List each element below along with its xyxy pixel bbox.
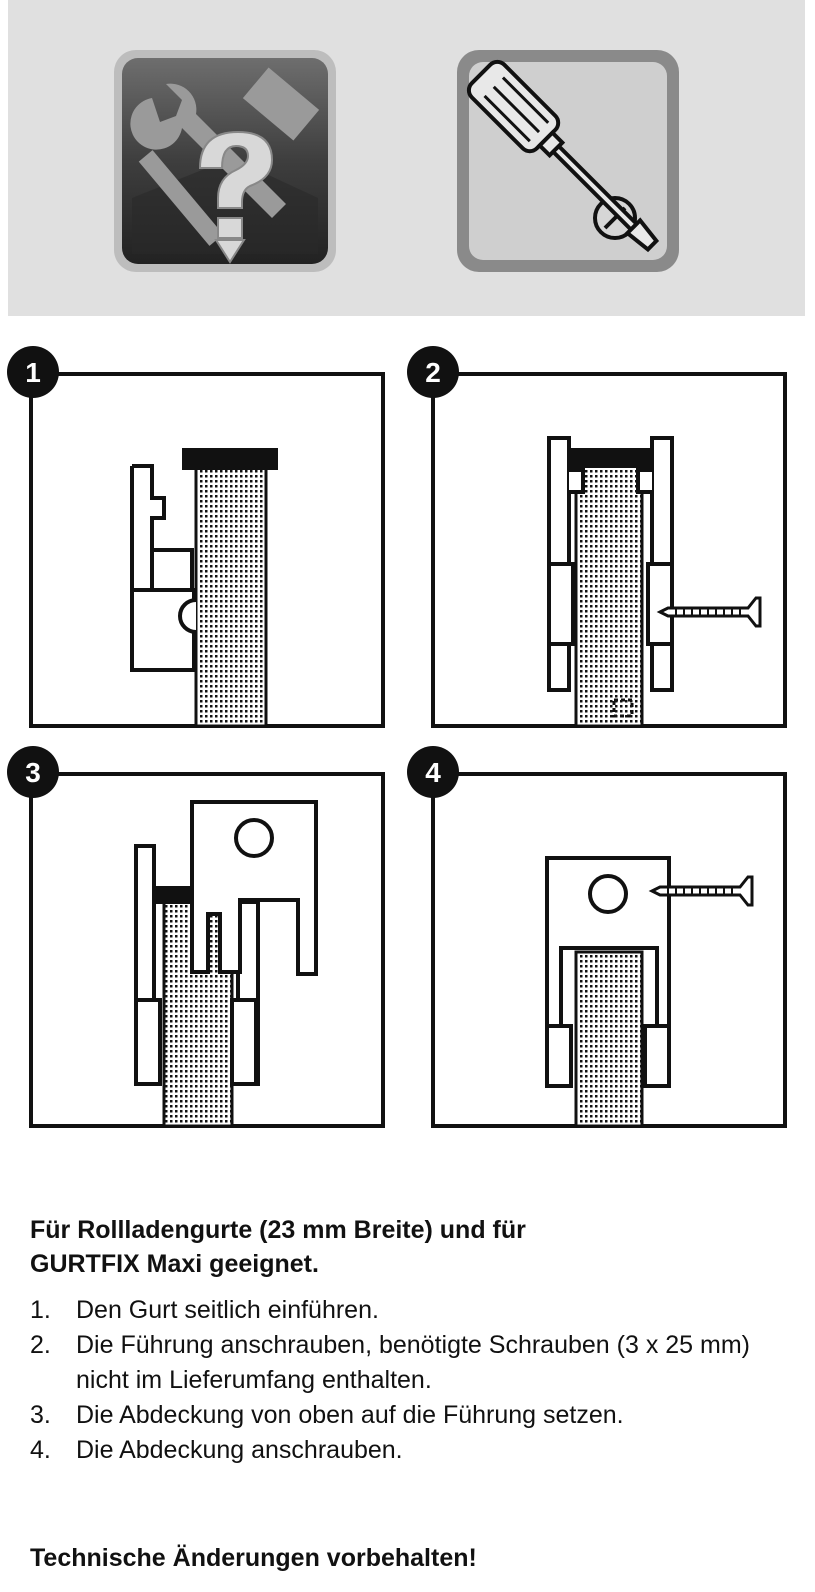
list-item: 2. Die Führung anschrauben, benötigte Sch… [30,1328,800,1398]
step-number: 4. [30,1436,51,1464]
installation-steps-figure: 1 2 3 4 [7,346,787,1128]
list-item: 3. Die Abdeckung von oben auf die Führung… [30,1398,800,1433]
step-badge-4: 4 [425,757,441,788]
step-number: 1. [30,1296,51,1324]
headline-line-2: GURTFIX Maxi geeignet. [30,1250,319,1278]
step-badge-2: 2 [425,357,441,388]
suitability-headline: Für Rollladengurte (23 mm Breite) und fü… [30,1213,800,1281]
instructions: Für Rollladengurte (23 mm Breite) und fü… [30,1213,800,1468]
step-number: 2. [30,1331,51,1359]
list-item: 4. Die Abdeckung anschrauben. [30,1433,800,1468]
screwdriver-screws-icon [457,50,679,272]
headline-line-1: Für Rollladengurte (23 mm Breite) und fü… [30,1216,526,1244]
step-text: Die Abdeckung anschrauben. [76,1436,403,1464]
steps-list: 1. Den Gurt seitlich einführen. 2. Die Füh… [30,1293,800,1468]
step-panel-1: 1 [7,346,385,728]
step-panel-3: 3 [7,746,385,1128]
list-item: 1. Den Gurt seitlich einführen. [30,1293,800,1328]
disclaimer: Technische Änderungen vorbehalten! [30,1544,477,1572]
step-panel-2: 2 [407,346,787,728]
step-number: 3. [30,1401,51,1429]
step-text: Die Führung anschrauben, benötigte Schra… [76,1331,750,1394]
tools-help-icon [114,50,336,272]
step-text: Die Abdeckung von oben auf die Führung s… [76,1401,624,1429]
step-badge-3: 3 [25,757,41,788]
step-badge-1: 1 [25,357,41,388]
step-text: Den Gurt seitlich einführen. [76,1296,379,1324]
step-panel-4: 4 [407,746,787,1128]
